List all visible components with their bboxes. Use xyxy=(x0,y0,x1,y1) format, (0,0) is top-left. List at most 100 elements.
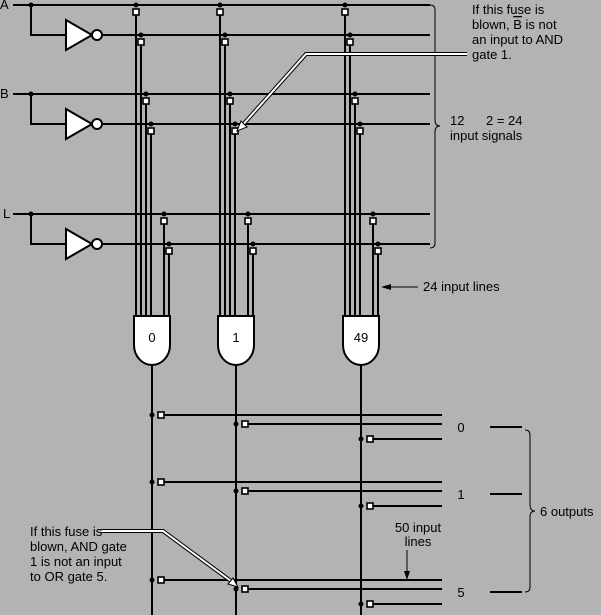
junction-dot xyxy=(227,91,233,97)
pointer-arrow xyxy=(227,577,240,588)
input-signals-product: 2 = 24 xyxy=(486,113,523,128)
input-lines-label: 24 input lines xyxy=(423,279,500,294)
fuse xyxy=(147,127,155,135)
junction-dot xyxy=(149,479,155,485)
fuse xyxy=(157,576,165,584)
or-input-lines-label: lines xyxy=(405,534,432,549)
arrow-head xyxy=(381,284,391,290)
arrow-head xyxy=(404,571,410,580)
fuse xyxy=(249,247,257,255)
fuse xyxy=(366,502,374,510)
input-label-b: B xyxy=(0,86,9,101)
junction-dot xyxy=(161,211,167,217)
input-label-a: A xyxy=(0,0,9,12)
inverter-input-wire xyxy=(30,214,66,245)
output-brace xyxy=(524,429,536,593)
inverter-bubble xyxy=(91,29,103,41)
junction-dot xyxy=(233,488,239,494)
annotation-line: If this fuse is xyxy=(30,524,103,539)
junction-dot xyxy=(375,241,381,247)
junction-dot xyxy=(245,211,251,217)
fuse xyxy=(369,217,377,225)
and-gate-49-label: 49 xyxy=(354,330,368,345)
fuse xyxy=(157,478,165,486)
fuse xyxy=(216,8,224,16)
or-input-lines-label: 50 input xyxy=(395,520,442,535)
junction-dot xyxy=(358,503,364,509)
junction-dot xyxy=(357,121,363,127)
fuse xyxy=(221,38,229,46)
inverter xyxy=(65,18,95,52)
and-gate xyxy=(342,315,380,366)
pointer-arrow xyxy=(236,120,248,132)
pointer-line xyxy=(239,53,467,129)
fuse xyxy=(341,8,349,16)
junction-dot xyxy=(149,412,155,418)
input-signals-label: input signals xyxy=(450,128,523,143)
junction-dot xyxy=(133,2,139,8)
inverter xyxy=(65,227,95,261)
junction-dot xyxy=(342,2,348,8)
junction-dot xyxy=(166,241,172,247)
inverter xyxy=(65,107,95,141)
fuse xyxy=(132,8,140,16)
or-gate-1-label: 1 xyxy=(457,487,464,502)
and-gate xyxy=(133,315,171,366)
annotation-line: an input to AND xyxy=(472,32,563,47)
fuse xyxy=(366,435,374,443)
junction-dot xyxy=(358,601,364,607)
fuse xyxy=(356,127,364,135)
junction-dot xyxy=(250,241,256,247)
annotation-line: blown, B is not xyxy=(472,17,557,32)
fuse xyxy=(351,97,359,105)
top-fuse-annotation: If this fuse is blown, B is not an input… xyxy=(472,2,563,62)
fuse xyxy=(241,585,249,593)
outputs-label: 6 outputs xyxy=(540,504,594,519)
or-gate-5-label: 5 xyxy=(457,585,464,600)
fuse xyxy=(366,600,374,608)
junction-dot xyxy=(28,91,34,97)
junction-dot xyxy=(149,577,155,583)
annotation-line: 1 is not an input xyxy=(30,554,122,569)
junction-dot xyxy=(347,32,353,38)
input-signals-count: 12 xyxy=(450,113,464,128)
junction-dot xyxy=(358,436,364,442)
junction-dot xyxy=(222,32,228,38)
junction-dot xyxy=(232,121,238,127)
inverter-bubble xyxy=(91,118,103,130)
inverter-input-wire xyxy=(30,5,66,36)
inverter-input-wire xyxy=(30,94,66,125)
inverter-bubble xyxy=(91,238,103,250)
fuse xyxy=(241,420,249,428)
fuse xyxy=(157,411,165,419)
fuse xyxy=(137,38,145,46)
junction-dot xyxy=(143,91,149,97)
and-gate-0-label: 0 xyxy=(148,330,155,345)
junction-dot xyxy=(28,2,34,8)
fuse xyxy=(241,487,249,495)
annotation-line: gate 1. xyxy=(472,47,512,62)
annotation-line: blown, AND gate xyxy=(30,539,127,554)
junction-dot xyxy=(352,91,358,97)
junction-dot xyxy=(217,2,223,8)
junction-dot xyxy=(233,586,239,592)
pointer-line xyxy=(101,530,236,585)
and-gate xyxy=(217,315,255,366)
fuse xyxy=(374,247,382,255)
fuse xyxy=(165,247,173,255)
and-gate-1-label: 1 xyxy=(232,330,239,345)
input-brace xyxy=(429,4,441,249)
fuse xyxy=(160,217,168,225)
junction-dot xyxy=(28,211,34,217)
annotation-line: to OR gate 5. xyxy=(30,569,107,584)
fuse xyxy=(346,38,354,46)
fuse xyxy=(142,97,150,105)
input-label-l: L xyxy=(3,206,10,221)
annotation-line: If this fuse is xyxy=(472,2,545,17)
bottom-fuse-annotation: If this fuse is blown, AND gate 1 is not… xyxy=(30,524,127,584)
fuse xyxy=(226,97,234,105)
or-gate-0-label: 0 xyxy=(457,420,464,435)
junction-dot xyxy=(148,121,154,127)
